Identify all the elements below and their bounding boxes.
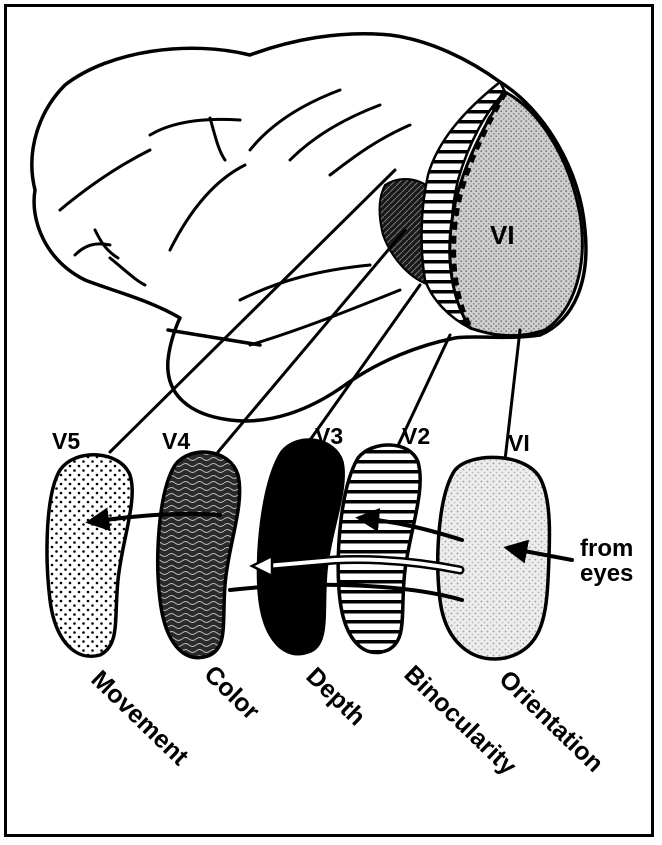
area-label-v1: VI (508, 430, 530, 457)
area-label-v3: V3 (315, 423, 343, 450)
area-oval-v4 (158, 452, 240, 658)
area-oval-v3 (258, 440, 343, 654)
area-oval-v2 (338, 445, 420, 653)
area-oval-v1 (438, 457, 550, 659)
from-eyes-label: from eyes (580, 536, 633, 586)
area-label-v4: V4 (162, 428, 190, 455)
brain-area-label: VI (490, 220, 515, 251)
area-oval-v5 (47, 455, 132, 657)
area-label-v2: V2 (402, 423, 430, 450)
brain-sulci (60, 90, 410, 345)
area-label-v5: V5 (52, 428, 80, 455)
